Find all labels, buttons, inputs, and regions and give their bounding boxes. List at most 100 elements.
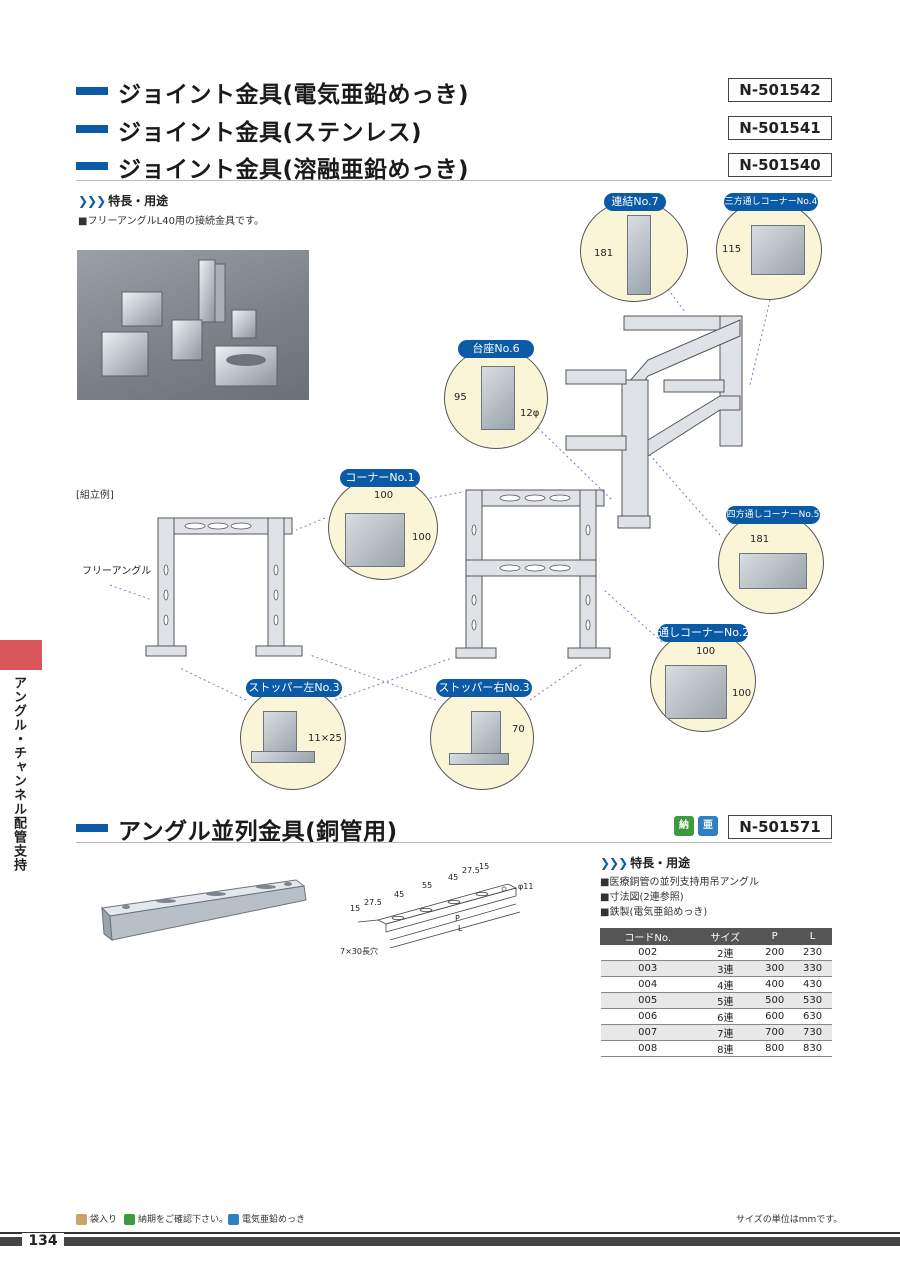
dim-label: 45 — [448, 873, 459, 882]
dim-label: 95 — [454, 392, 467, 403]
table-header: コードNo. — [599, 928, 696, 945]
part-image — [471, 711, 501, 759]
callout-label-shiho: 四方通しコーナーNo.5 — [726, 506, 820, 524]
callout-corner1 — [328, 476, 438, 580]
table-cell: 830 — [793, 1040, 832, 1057]
dim-label: L — [458, 924, 463, 933]
title-bar — [76, 824, 108, 832]
table-cell: 400 — [755, 976, 794, 993]
table-header: L — [793, 928, 832, 945]
dim-label: 181 — [750, 534, 770, 545]
table-cell: 4連 — [694, 976, 756, 993]
callout-toshi — [650, 630, 756, 732]
table-cell: 004 — [600, 976, 695, 993]
legend-bag: 袋入り — [76, 1212, 117, 1225]
product-photo — [77, 250, 309, 400]
table-header-row: コードNo. サイズ P L — [599, 928, 832, 945]
dim-label: 55 — [422, 881, 433, 890]
table-cell: 008 — [600, 1040, 695, 1057]
divider — [76, 842, 832, 843]
table-header: P — [755, 928, 795, 945]
table-cell: 005 — [600, 992, 695, 1009]
part-image — [627, 215, 651, 295]
callout-label-daiza: 台座No.6 — [458, 340, 534, 358]
title-row-electro: ジョイント金具(電気亜鉛めっき) N-501542 — [76, 75, 832, 109]
table-cell: 630 — [793, 1008, 832, 1025]
title-row-stainless: ジョイント金具(ステンレス) N-501541 — [76, 113, 832, 147]
part-image — [751, 225, 805, 275]
free-angle-label: フリーアングル — [82, 566, 152, 577]
product-title: ジョイント金具(ステンレス) — [118, 120, 423, 146]
page-number: 134 — [22, 1233, 64, 1249]
callout-label-corner1: コーナーNo.1 — [340, 469, 420, 487]
table-cell: 500 — [755, 992, 794, 1009]
dim-label: 70 — [512, 724, 525, 735]
dim-label: 100 — [732, 688, 752, 699]
table-cell: 430 — [793, 976, 832, 993]
dim-label: 115 — [722, 244, 742, 255]
assembly-label: [組立例] — [76, 490, 114, 501]
product-title: アングル並列金具(銅管用) — [118, 819, 398, 845]
part-image — [263, 711, 297, 755]
product-code: N-501571 — [728, 815, 832, 839]
legend-zinc: 電気亜鉛めっき — [228, 1212, 305, 1225]
zinc-icon — [228, 1214, 239, 1225]
callout-label-toshi: 通しコーナーNo.2 — [658, 624, 749, 642]
callout-daiza — [444, 347, 548, 449]
table-cell: 8連 — [694, 1040, 756, 1057]
title-row-parallel: アングル並列金具(銅管用) N-501571 — [76, 812, 832, 846]
dim-label: 181 — [594, 248, 614, 259]
feature-text: ■寸法図(2連参照) — [600, 892, 684, 903]
footer-bar — [0, 1237, 900, 1246]
table-cell: 5連 — [694, 992, 756, 1009]
table-cell: 6連 — [694, 1008, 756, 1025]
table-cell: 7連 — [694, 1024, 756, 1041]
dim-label: 100 — [374, 490, 394, 501]
title-bar — [76, 125, 108, 133]
dim-label: 12φ — [520, 408, 540, 419]
product-code: N-501541 — [728, 116, 832, 140]
table-header: サイズ — [694, 928, 757, 945]
dim-label: φ11 — [518, 882, 534, 891]
bag-icon — [76, 1214, 87, 1225]
section-tab-label: アングル・チャンネル配管支持 — [11, 676, 26, 872]
part-image — [665, 665, 727, 719]
chevron-icon: ❯❯❯ — [600, 856, 628, 870]
feature-text: ■フリーアングルL40用の接続金具です。 — [78, 216, 264, 227]
dim-label: 100 — [412, 532, 432, 543]
table-cell: 003 — [600, 960, 695, 977]
callout-sanpo — [716, 200, 822, 300]
dim-label: 27.5 — [364, 898, 382, 907]
feature-heading: ❯❯❯特長・用途 — [78, 194, 169, 208]
product-title: ジョイント金具(電気亜鉛めっき) — [118, 82, 470, 108]
table-cell: 800 — [755, 1040, 794, 1057]
table-cell: 330 — [793, 960, 832, 977]
table-cell: 530 — [793, 992, 832, 1009]
chevron-icon: ❯❯❯ — [78, 194, 106, 208]
parallel-product-photo — [100, 879, 307, 942]
part-image — [251, 751, 315, 763]
part-image — [345, 513, 405, 567]
part-image — [739, 553, 807, 589]
zinc-icon: 亜 — [698, 816, 718, 836]
table-cell: 700 — [755, 1024, 794, 1041]
parallel-dimension-drawing — [357, 883, 521, 949]
dim-label: 45 — [394, 890, 405, 899]
part-image — [481, 366, 515, 430]
table-cell: 3連 — [694, 960, 756, 977]
feature-heading: ❯❯❯特長・用途 — [600, 856, 691, 870]
dim-label: 15 — [479, 862, 490, 871]
table-cell: 730 — [793, 1024, 832, 1041]
assembly-drawing — [109, 284, 771, 701]
dim-label: 11×25 — [308, 733, 342, 744]
nouki-icon: 納 — [674, 816, 694, 836]
feature-text: ■鉄製(電気亜鉛めっき) — [600, 907, 708, 918]
dim-label: P — [455, 914, 460, 923]
part-image — [449, 753, 509, 765]
table-cell: 600 — [755, 1008, 794, 1025]
callout-shiho — [718, 512, 824, 614]
